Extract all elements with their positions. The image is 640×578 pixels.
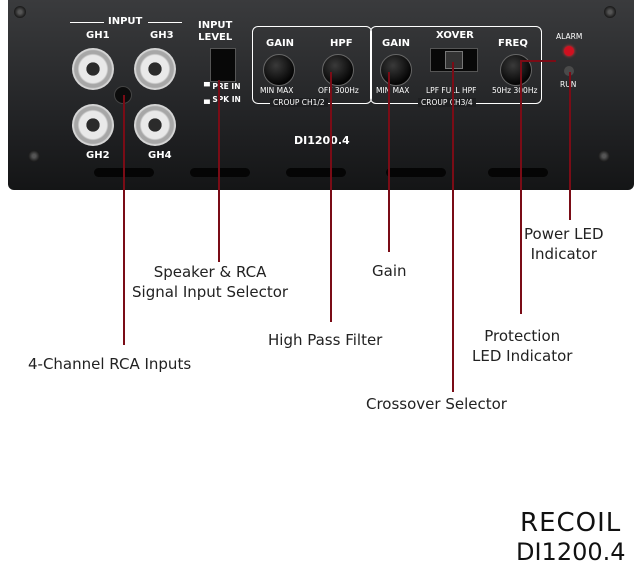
freq-knob[interactable] — [500, 54, 532, 86]
screw-icon — [28, 150, 40, 162]
amplifier-panel: INPUT GH1 GH3 GH2 GH4 INPUT LEVEL ▀ PRE … — [8, 0, 634, 190]
callout-line-xover — [452, 62, 454, 392]
freq-label: FREQ — [498, 38, 528, 49]
caption-high-pass-filter: High Pass Filter — [268, 331, 383, 349]
vent-slot — [190, 168, 250, 177]
screw-icon — [598, 150, 610, 162]
alarm-label: ALARM — [556, 32, 583, 41]
gain-range-ch34: MIN MAX — [376, 86, 410, 95]
crossover-switch[interactable] — [430, 48, 478, 72]
callout-line-gain — [388, 72, 390, 252]
group-ch12-label: CROUP CH1/2 — [270, 98, 328, 107]
vent-slot — [386, 168, 446, 177]
rca-jack-gh4[interactable] — [134, 104, 176, 146]
run-led-icon — [564, 66, 574, 76]
callout-line-protection — [520, 62, 522, 314]
gain-knob-ch34[interactable] — [380, 54, 412, 86]
alarm-led-icon — [564, 46, 574, 56]
screw-icon — [14, 6, 26, 18]
pre-in-label: ▀ PRE IN — [204, 82, 241, 91]
caption-power-led: Power LED Indicator — [524, 225, 604, 263]
gain-knob-ch12[interactable] — [263, 54, 295, 86]
channel-label-gh2: GH2 — [86, 150, 110, 161]
freq-range: 50Hz 300Hz — [492, 86, 538, 95]
callout-line-protection-h — [520, 60, 556, 62]
callout-line-rca — [123, 95, 125, 345]
group-ch34-label: CROUP CH3/4 — [418, 98, 476, 107]
screw-icon — [604, 6, 616, 18]
hpf-range: OFF 300Hz — [318, 86, 359, 95]
gain-range-ch12: MIN MAX — [260, 86, 294, 95]
caption-input-selector: Speaker & RCA Signal Input Selector — [132, 263, 289, 301]
rca-jack-gh2[interactable] — [72, 104, 114, 146]
run-label: RUN — [560, 80, 576, 89]
xover-label: XOVER — [436, 30, 474, 41]
input-level-label: INPUT LEVEL — [198, 20, 233, 43]
channel-label-gh4: GH4 — [148, 150, 172, 161]
callout-line-selector — [218, 80, 220, 262]
caption-rca-inputs: 4-Channel RCA Inputs — [28, 355, 192, 373]
brand-model: DI1200.4 — [516, 538, 626, 566]
input-title: INPUT — [108, 16, 143, 27]
caption-gain: Gain — [372, 262, 407, 280]
vent-slot — [286, 168, 346, 177]
model-label: DI1200.4 — [294, 134, 350, 147]
spk-in-label: ▄ SPK IN — [204, 95, 241, 104]
input-selector-switch[interactable] — [210, 48, 236, 82]
xover-modes: LPF FULL HPF — [426, 86, 477, 95]
rca-jack-gh3[interactable] — [134, 48, 176, 90]
callout-line-power — [569, 72, 571, 220]
hpf-label: HPF — [330, 38, 353, 49]
caption-crossover-selector: Crossover Selector — [366, 395, 507, 413]
channel-label-gh3: GH3 — [150, 30, 174, 41]
brand-logo: RECOIL — [520, 508, 622, 538]
rca-jack-gh1[interactable] — [72, 48, 114, 90]
channel-label-gh1: GH1 — [86, 30, 110, 41]
gain-label-ch12: GAIN — [266, 38, 295, 49]
vent-slot — [488, 168, 548, 177]
caption-protection-led: Protection LED Indicator — [472, 327, 573, 365]
gain-label-ch34: GAIN — [382, 38, 411, 49]
hpf-knob[interactable] — [322, 54, 354, 86]
callout-line-hpf — [330, 72, 332, 322]
